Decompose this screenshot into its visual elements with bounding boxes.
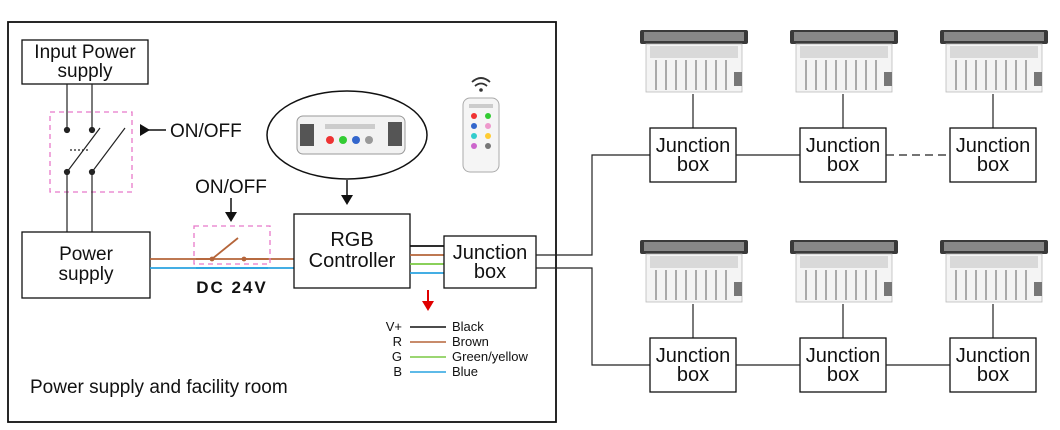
junction-bottom-3-line1: Junction [956, 345, 1031, 367]
junction-bottom-1-line2: box [677, 364, 709, 386]
legend-arrow [422, 301, 434, 311]
legend-name-3: Blue [452, 364, 478, 379]
main-switch-label: ON/OFF [170, 121, 242, 142]
input-power-line1: Input Power [34, 42, 136, 63]
input-power-line2: supply [58, 61, 113, 82]
legend-code-0: V+ [386, 319, 402, 334]
junction-top-2-line1: Junction [806, 135, 881, 157]
legend-code-3: B [393, 364, 402, 379]
fixture-bottom-2 [789, 239, 899, 303]
facility-room-border [7, 21, 557, 423]
junction-bottom-2-line2: box [827, 364, 859, 386]
junction-top-3-line2: box [977, 154, 1009, 176]
junction-box-top-2 [799, 127, 887, 183]
dc-switch-symbol [196, 237, 268, 269]
junction-top-2-line2: box [827, 154, 859, 176]
fixture-bottom-1 [639, 239, 749, 303]
power-supply-line1: Power [59, 244, 114, 265]
junction-box-bottom-2 [799, 337, 887, 393]
junction-bottom-1-line1: Junction [656, 345, 731, 367]
legend-code-2: G [392, 349, 402, 364]
rgb-controller-line2: Controller [309, 250, 396, 272]
dc-switch-label: ON/OFF [195, 177, 267, 198]
fixture-top-2 [789, 29, 899, 93]
main-switch-outline [49, 111, 133, 193]
junction-box-bottom-1 [649, 337, 737, 393]
legend-name-0: Black [452, 319, 484, 334]
junction-bottom-3-line2: box [977, 364, 1009, 386]
junction-top-1-line1: Junction [656, 135, 731, 157]
rgb-controller-box [293, 213, 411, 289]
rgb-controller-line1: RGB [330, 229, 373, 251]
fixture-top-1 [639, 29, 749, 93]
power-supply-box [21, 231, 151, 299]
junction-box-bottom-3 [949, 337, 1037, 393]
junction-top-3-line1: Junction [956, 135, 1031, 157]
controller-device-icon [296, 115, 406, 155]
fixture-bottom-3 [939, 239, 1049, 303]
legend-code-1: R [393, 334, 402, 349]
trunk-wire-top [536, 154, 650, 256]
junction-main-line1: Junction [453, 242, 528, 264]
junction-box-top-3 [949, 127, 1037, 183]
wire-legend: V+ Black R Brown G Green/yellow B Blue [386, 319, 529, 379]
dc-switch-arrow [225, 212, 237, 222]
power-supply-line2: supply [59, 264, 114, 285]
junction-box-main [443, 235, 537, 289]
fixture-top-3 [939, 29, 1049, 93]
main-switch-symbol [63, 84, 126, 232]
junction-bottom-2-line1: Junction [806, 345, 881, 367]
junction-top-1-line2: box [677, 154, 709, 176]
input-power-box [21, 39, 149, 85]
remote-icon [462, 77, 500, 173]
legend-name-2: Green/yellow [452, 349, 528, 364]
room-label: Power supply and facility room [30, 377, 288, 398]
dc-switch-outline [193, 225, 271, 265]
junction-box-top-1 [649, 127, 737, 183]
trunk-wire-bottom [536, 267, 650, 366]
junction-main-line2: box [474, 261, 506, 283]
dc-voltage-label: DC 24V [196, 278, 268, 297]
legend-name-1: Brown [452, 334, 489, 349]
controller-photo-arrow [341, 195, 353, 205]
